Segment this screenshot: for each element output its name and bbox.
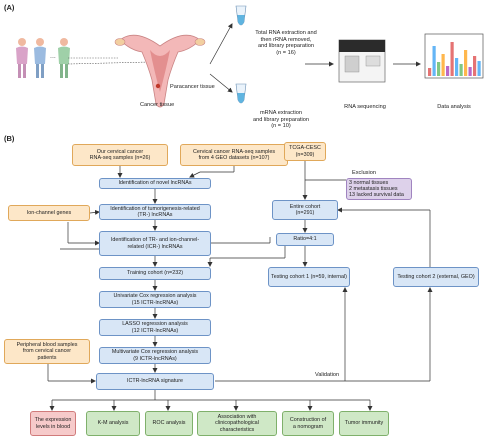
testing-cohort-1-box: Testing cohort 1 (n=59, internal) xyxy=(268,267,350,287)
entire-cohort-box: Entire cohort (n=291) xyxy=(272,200,338,220)
panel-b-label: (B) xyxy=(4,134,15,143)
training-cohort-box: Training cohort (n=232) xyxy=(99,267,211,280)
mrna-label: mRNA extraction and library preparation … xyxy=(253,110,309,130)
chart-icon-bar xyxy=(437,62,441,76)
output-box-km: K-M analysis xyxy=(86,411,140,436)
zoom-line xyxy=(67,61,151,65)
ion-channel-box: Ion-channel genes xyxy=(8,205,90,221)
women-icon: ... xyxy=(16,38,70,78)
paracancer-label: Paracancer tissue xyxy=(170,84,215,90)
chart-icon-bar xyxy=(450,42,454,76)
rna-sequencing-label: RNA sequencing xyxy=(344,104,386,110)
tube-icon xyxy=(235,5,247,26)
ictr-lncrna-box: Identification of TR- and ion-channel- r… xyxy=(99,231,211,256)
output-box-expression: The expression levels in blood xyxy=(30,411,76,436)
geo-samples-box: Cervical cancer RNA-seq samples from 4 G… xyxy=(180,144,288,166)
output-box-immunity: Tumor immunity xyxy=(339,411,389,436)
output-box-nomogram: Construction of a nomogram xyxy=(282,411,334,436)
output-box-roc: ROC analysis xyxy=(145,411,193,436)
total-rna-label: Total RNA extraction and then rRNA remov… xyxy=(255,30,317,57)
tcga-box: TCGA-CESC (n=309) xyxy=(284,142,326,161)
our-samples-box: Our cervical cancer RNA-seq samples (n=2… xyxy=(72,144,168,166)
exclusion-label: Exclusion xyxy=(352,170,376,176)
chart-icon-bar xyxy=(446,66,450,76)
excluded-box: 3 normal tissues 2 metastasis tissues 13… xyxy=(346,178,412,200)
tr-lncrna-box: Identification of tumorigenesis-related … xyxy=(99,204,211,220)
chart-icon-bar xyxy=(459,64,463,76)
chart-icon-bar xyxy=(477,61,481,76)
chart-icon-bar xyxy=(432,46,436,76)
output-box-association: Association with clinicopathological cha… xyxy=(197,411,277,436)
tube-icon xyxy=(235,83,247,104)
lasso-box: LASSO regression analysis (12 ICTR-lncRN… xyxy=(99,319,211,336)
uterus-icon xyxy=(114,34,206,108)
peripheral-blood-box: Peripheral blood samples from cervical c… xyxy=(4,339,90,364)
validation-label: Validation xyxy=(315,372,340,378)
chart-icon-bar xyxy=(428,68,432,76)
signature-box: ICTR-lncRNA signature xyxy=(96,373,214,390)
sequencer-icon xyxy=(338,39,386,83)
chart-icon-bar xyxy=(464,50,468,76)
novel-lncrnas-box: Identification of novel lncRNAs xyxy=(99,178,211,189)
ratio-box: Ratio=4:1 xyxy=(276,233,334,246)
multivariate-box: Multivariate Cox regression analysis (9 … xyxy=(99,347,211,364)
chart-icon-bar xyxy=(473,56,477,76)
chart-icon-bar xyxy=(441,54,445,76)
univariate-box: Univariate Cox regression analysis (15 I… xyxy=(99,291,211,308)
chart-icon-bar xyxy=(455,58,459,76)
data-analysis-label: Data analysis xyxy=(437,104,471,110)
testing-cohort-2-box: Testing cohort 2 (external, GEO) xyxy=(393,267,479,287)
cancer-label: Cancer tissue xyxy=(140,102,175,108)
chart-icon xyxy=(424,33,484,79)
svg-text:...: ... xyxy=(50,53,56,60)
panel-a-label: (A) xyxy=(4,3,15,12)
chart-icon-bar xyxy=(468,67,472,76)
